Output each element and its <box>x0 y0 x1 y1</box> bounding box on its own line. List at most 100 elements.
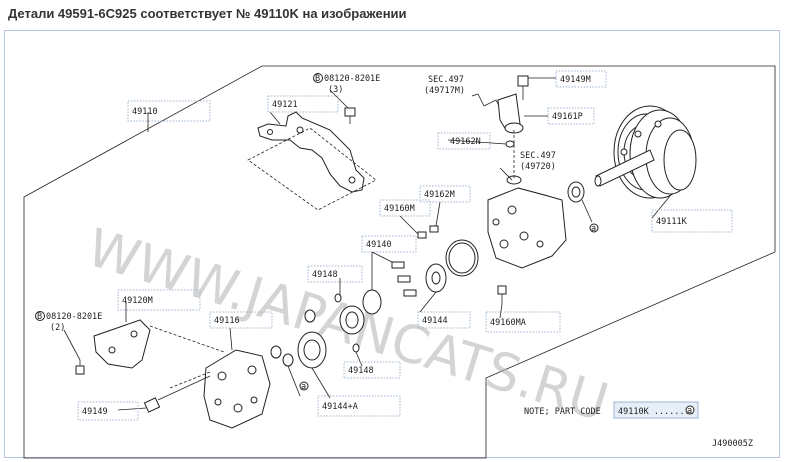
label-49144A: 49144+A <box>322 402 358 412</box>
hotspot-49148a[interactable] <box>307 265 363 283</box>
seal-ring[interactable] <box>567 181 585 203</box>
hotspot-49116[interactable] <box>209 311 273 329</box>
leader-49160M <box>399 215 419 235</box>
callout-ring-a: a <box>299 381 309 392</box>
label-49121: 49121 <box>272 100 298 110</box>
circle-marker-left: B <box>37 312 42 322</box>
diagram-frame <box>4 30 780 458</box>
pipe-connector[interactable] <box>477 75 529 134</box>
label-49148b: 49148 <box>348 366 374 376</box>
label-49149: 49149 <box>82 407 108 417</box>
bolt-left[interactable] <box>75 360 85 375</box>
bolt-ref-top: B 08120-8201E (3) <box>313 73 380 95</box>
assembly-outline <box>23 65 776 459</box>
hotspot-49121[interactable] <box>267 95 339 113</box>
leader-49111K <box>651 195 671 219</box>
pin-49148b[interactable] <box>352 343 360 353</box>
leader-49116 <box>229 327 233 351</box>
leader-49160MA <box>499 303 503 319</box>
bolt-ref-left: B 08120-8201E (2) <box>35 311 102 333</box>
screw-49160M[interactable] <box>417 225 439 239</box>
label-49116: 49116 <box>214 316 240 326</box>
label-49162M: 49162M <box>424 190 455 200</box>
label-49160M: 49160M <box>384 204 415 214</box>
bracket-dash-outline <box>247 127 377 211</box>
pump-body[interactable] <box>487 175 567 269</box>
cam-ring-49144[interactable] <box>339 289 382 335</box>
label-49140: 49140 <box>366 240 392 250</box>
bolt-ref-left-qty: (2) <box>50 323 65 333</box>
seal-small[interactable] <box>282 353 294 367</box>
pin-49148a[interactable] <box>334 293 342 303</box>
hotspot-49110K[interactable] <box>613 401 699 419</box>
callout-seal: a <box>589 223 599 234</box>
hotspot-49140[interactable] <box>361 235 417 253</box>
leader-bolt-top <box>329 89 349 109</box>
bolt-top[interactable] <box>344 107 356 124</box>
hotspot-49162M[interactable] <box>419 185 471 203</box>
hotspot-49160MA[interactable] <box>485 311 561 333</box>
label-49162N: 49162N <box>450 137 481 147</box>
leader-bolt-left <box>63 329 81 361</box>
label-49160MA: 49160MA <box>490 318 526 328</box>
bolt-49160MA[interactable] <box>497 285 507 304</box>
page-header: Детали 49591-6C925 соответствует № 49110… <box>0 0 787 28</box>
leader-seal <box>581 199 593 223</box>
sec-upper-line1: SEC.497 <box>428 75 464 85</box>
svg-text:a: a <box>687 406 692 416</box>
leader-sec-lower <box>499 167 513 181</box>
label-49144: 49144 <box>422 316 448 326</box>
leader-sec-upper <box>471 93 479 97</box>
washer-49162N[interactable] <box>505 140 515 148</box>
leader-49140b <box>371 251 393 263</box>
sec-lower-line1: SEC.497 <box>520 151 556 161</box>
bracket-49121[interactable] <box>257 111 365 193</box>
sec-upper-line2: (49717M) <box>424 86 465 96</box>
bolt-ref-top-code: 08120-8201E <box>324 74 380 84</box>
dash-rear-b <box>169 371 211 389</box>
rear-cover-49116[interactable] <box>203 349 271 429</box>
leader-49148b <box>355 351 363 367</box>
ring-small[interactable] <box>270 345 282 359</box>
label-49148a: 49148 <box>312 270 338 280</box>
bolt-ref-left-code: 08120-8201E <box>46 312 102 322</box>
hotspot-49161P[interactable] <box>547 107 595 125</box>
hotspot-49162N[interactable] <box>437 132 491 150</box>
label-49149M: 49149M <box>560 75 591 85</box>
note-callout: a <box>685 405 695 416</box>
leader-49149 <box>117 407 147 411</box>
label-49161P: 49161P <box>552 112 583 122</box>
hotspot-49149[interactable] <box>77 401 139 421</box>
note-text: NOTE; PART CODE <box>524 407 601 417</box>
diagram-code: J490005Z <box>712 439 753 449</box>
dash-rear <box>149 325 225 353</box>
leader-ring-a <box>287 365 301 397</box>
hotspot-49149M[interactable] <box>555 70 607 88</box>
label-49110: 49110 <box>132 107 158 117</box>
bolt-ref-top-qty: (3) <box>328 85 343 95</box>
sec-lower-line2: (49720) <box>520 162 556 172</box>
hotspot-49148b[interactable] <box>343 361 401 379</box>
label-49110K: 49110K ........ <box>618 407 695 417</box>
leader-49144A <box>311 367 331 399</box>
label-49111K: 49111K <box>656 217 688 227</box>
bracket-49120M[interactable] <box>93 319 151 369</box>
rotor-49140[interactable] <box>391 261 447 297</box>
hotspot-49111K[interactable] <box>651 209 733 233</box>
hotspot-49160M[interactable] <box>379 199 431 217</box>
svg-text:a: a <box>591 224 596 234</box>
bolt-49149[interactable] <box>143 375 211 413</box>
page-title: Детали 49591-6C925 соответствует № 49110… <box>8 6 407 21</box>
circle-marker-top: B <box>315 74 320 84</box>
leader-49162N <box>447 139 507 145</box>
leader-49121 <box>269 111 281 125</box>
hotspot-49144[interactable] <box>417 311 471 329</box>
sec-ref-lower[interactable]: SEC.497 (49720) <box>520 151 556 172</box>
sec-ref-upper[interactable]: SEC.497 (49717M) <box>424 75 465 96</box>
pulley-49111K[interactable] <box>594 105 697 199</box>
leader-49162M <box>435 201 441 227</box>
leader-49144 <box>419 291 437 313</box>
svg-text:a: a <box>301 382 306 392</box>
label-49120M: 49120M <box>122 296 153 306</box>
